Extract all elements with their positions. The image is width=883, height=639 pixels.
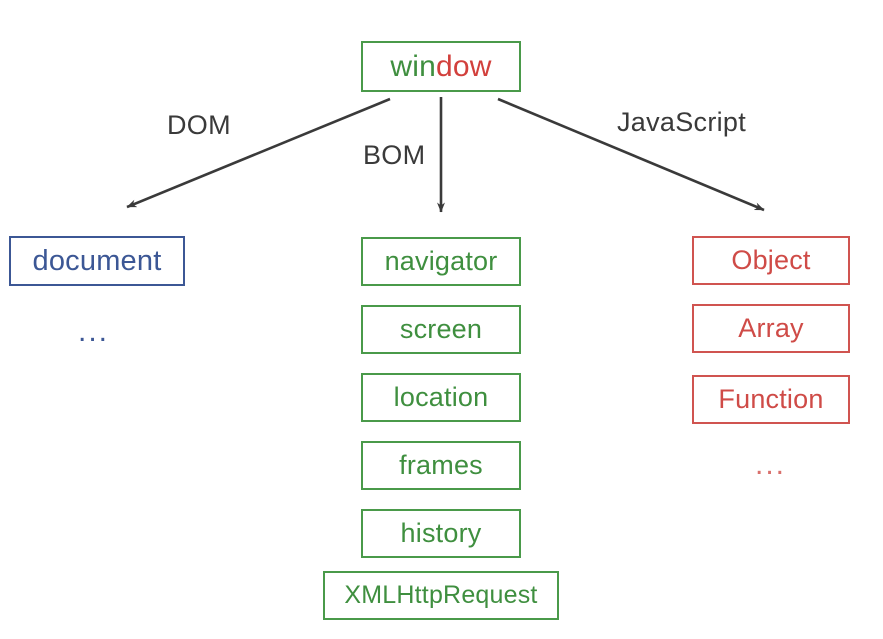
node-history-label: history <box>400 518 482 548</box>
node-object[interactable]: Object <box>692 236 850 285</box>
node-history[interactable]: history <box>361 509 521 558</box>
node-document-label: document <box>32 244 162 277</box>
edge-label-bom: BOM <box>363 140 426 170</box>
node-function-label: Function <box>718 384 824 414</box>
node-screen[interactable]: screen <box>361 305 521 354</box>
node-location-label: location <box>393 382 489 412</box>
node-array[interactable]: Array <box>692 304 850 353</box>
node-window-label-part1: win <box>390 49 436 83</box>
node-navigator-label: navigator <box>384 246 498 276</box>
node-frames[interactable]: frames <box>361 441 521 490</box>
ellipsis-dom: ... <box>78 315 110 348</box>
node-xmlhttprequest-label: XMLHttpRequest <box>344 581 538 609</box>
node-window-label-part2: dow <box>435 49 492 83</box>
node-window[interactable]: window <box>361 41 521 92</box>
node-screen-label: screen <box>399 314 483 344</box>
node-navigator[interactable]: navigator <box>361 237 521 286</box>
node-location[interactable]: location <box>361 373 521 422</box>
node-xmlhttprequest[interactable]: XMLHttpRequest <box>323 571 559 620</box>
ellipsis-javascript: ... <box>755 448 787 481</box>
edge-label-javascript: JavaScript <box>617 107 747 137</box>
node-object-label: Object <box>731 245 811 275</box>
edge-label-dom: DOM <box>167 110 231 140</box>
node-function[interactable]: Function <box>692 375 850 424</box>
node-document[interactable]: document <box>9 236 185 286</box>
node-array-label: Array <box>738 313 804 343</box>
node-window-label: window <box>390 50 491 84</box>
node-frames-label: frames <box>399 450 483 480</box>
